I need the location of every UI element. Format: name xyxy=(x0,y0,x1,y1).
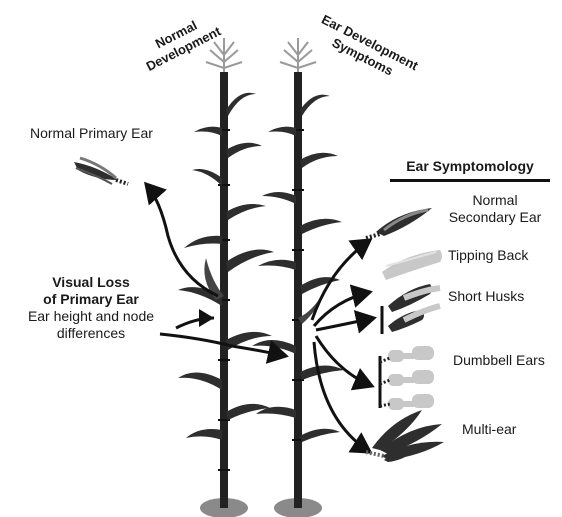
normal-primary-ear-illustration xyxy=(74,158,128,184)
symptom-tipping-back: Tipping Back xyxy=(448,247,528,264)
short-husks-ear-illustration xyxy=(382,284,440,334)
symptom-normal-line2: Secondary Ear xyxy=(440,209,550,226)
symptomology-title: Ear Symptomology xyxy=(390,158,550,175)
multi-ear-illustration xyxy=(366,410,444,462)
symptom-normal-line1: Normal xyxy=(440,192,550,209)
tipping-back-ear-illustration xyxy=(382,250,442,280)
arrows-left xyxy=(146,184,286,356)
symptom-multi-ear: Multi-ear xyxy=(462,421,516,438)
label-visual-loss-line1: Visual Loss xyxy=(22,274,160,291)
stalk-left xyxy=(220,72,228,508)
stalk-right xyxy=(294,72,302,508)
label-ear-height-line2: differences xyxy=(22,325,160,342)
tassel-right xyxy=(280,38,316,72)
arrows-right xyxy=(312,240,374,452)
symptom-short-husks: Short Husks xyxy=(448,288,524,305)
symptom-dumbbell-ears: Dumbbell Ears xyxy=(453,352,545,369)
label-visual-loss-line2: of Primary Ear xyxy=(22,291,160,308)
symptomology-underline xyxy=(390,179,550,182)
label-normal-primary-ear: Normal Primary Ear xyxy=(30,125,153,142)
normal-secondary-ear-illustration xyxy=(366,208,432,238)
label-visual-loss: Visual Loss of Primary Ear Ear height an… xyxy=(22,274,160,342)
label-ear-height-line1: Ear height and node xyxy=(22,308,160,325)
symptom-normal-secondary-ear: Normal Secondary Ear xyxy=(440,192,550,226)
dumbbell-ears-illustration xyxy=(380,346,434,410)
symptom-corn-plant xyxy=(252,38,344,517)
